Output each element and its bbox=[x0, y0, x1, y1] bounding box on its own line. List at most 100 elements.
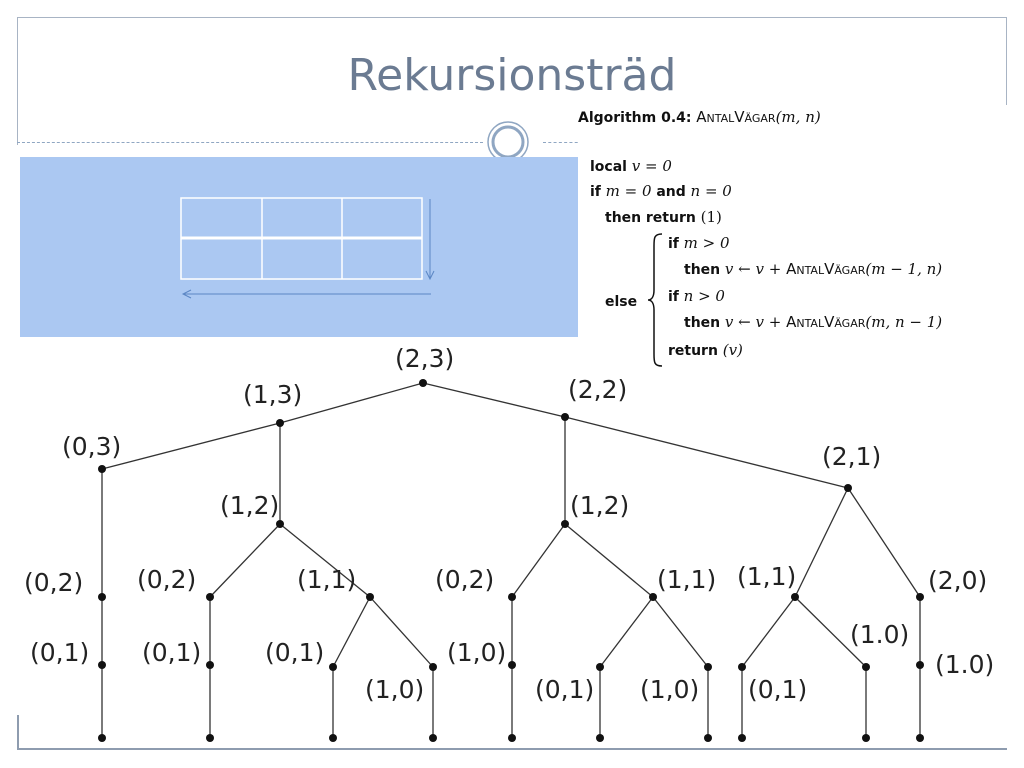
cond-m-zero: m = 0 bbox=[605, 182, 652, 200]
tree-node-label: (1.0) bbox=[935, 650, 994, 679]
line-local: local v = 0 bbox=[590, 157, 672, 175]
tree-node-label: (0,1) bbox=[748, 675, 807, 704]
tree-node-label: (2,3) bbox=[395, 344, 454, 373]
slide-frame-left bbox=[17, 17, 18, 145]
tree-leaf-dot bbox=[329, 734, 337, 742]
tree-node-label: (0,3) bbox=[62, 432, 121, 461]
algorithm-name: AntalVägar bbox=[696, 108, 776, 126]
tree-node-dot bbox=[329, 663, 337, 671]
line-else: else bbox=[605, 292, 637, 310]
kw-else: else bbox=[605, 294, 638, 310]
return-v: (v) bbox=[722, 341, 743, 359]
tree-node-dot bbox=[206, 593, 214, 601]
tree-node-label: (1,1) bbox=[657, 565, 716, 594]
tree-node-dot bbox=[429, 663, 437, 671]
slide-title: Rekursionsträd bbox=[347, 50, 677, 101]
title-divider-left bbox=[17, 142, 483, 143]
cond-m-positive: m > 0 bbox=[683, 234, 730, 252]
tree-leaf-dot bbox=[704, 734, 712, 742]
tree-node-label: (0,2) bbox=[137, 565, 196, 594]
slide-frame-bottom bbox=[17, 748, 1007, 750]
tree-node-dot bbox=[916, 593, 924, 601]
tree-node-label: (0,1) bbox=[142, 638, 201, 667]
tree-node-dot bbox=[206, 661, 214, 669]
line-then-n: then v ← v + AntalVägar(m, n − 1) bbox=[684, 313, 942, 331]
tree-node-dot bbox=[508, 593, 516, 601]
kw-return-v: return bbox=[668, 343, 718, 359]
tree-leaf-dot bbox=[508, 734, 516, 742]
call-name-m: AntalVägar bbox=[786, 260, 866, 278]
tree-node-dot bbox=[844, 484, 852, 492]
kw-then-m: then bbox=[684, 262, 721, 278]
line-if-m: if m > 0 bbox=[668, 234, 730, 252]
kw-if: if bbox=[590, 184, 601, 200]
tree-node-dot bbox=[916, 661, 924, 669]
tree-node-label: (1,2) bbox=[220, 491, 279, 520]
tree-node-dot bbox=[366, 593, 374, 601]
tree-node-label: (1,1) bbox=[737, 562, 796, 591]
tree-node-label: (1,0) bbox=[447, 638, 506, 667]
tree-node-label: (1.0) bbox=[850, 620, 909, 649]
grid-cells bbox=[180, 197, 423, 280]
down-arrow-icon bbox=[425, 199, 435, 281]
tree-edges bbox=[101, 382, 921, 738]
kw-then: then bbox=[605, 210, 642, 226]
slide-frame-right bbox=[1006, 17, 1007, 105]
cond-n-zero: n = 0 bbox=[690, 182, 732, 200]
tree-node-label: (1,1) bbox=[297, 565, 356, 594]
tree-node-label: (0,1) bbox=[535, 675, 594, 704]
tree-node-dot bbox=[596, 663, 604, 671]
tree-node-label: (1,2) bbox=[570, 491, 629, 520]
tree-node-dot bbox=[276, 419, 284, 427]
tree-node-label: (2,0) bbox=[928, 566, 987, 595]
tree-leaf-dot bbox=[596, 734, 604, 742]
tree-node-dot bbox=[561, 520, 569, 528]
tree-node-dots bbox=[98, 379, 924, 742]
local-expr: v = 0 bbox=[631, 157, 672, 175]
kw-return: return bbox=[645, 210, 696, 226]
slide-frame-top bbox=[17, 17, 1007, 18]
tree-node-label: (1,0) bbox=[365, 675, 424, 704]
tree-leaf-dot bbox=[206, 734, 214, 742]
tree-node-label: (2,1) bbox=[822, 442, 881, 471]
tree-node-dot bbox=[508, 661, 516, 669]
tree-leaf-dot bbox=[738, 734, 746, 742]
tree-node-label: (1,0) bbox=[640, 675, 699, 704]
tree-leaf-dot bbox=[916, 734, 924, 742]
kw-then-n: then bbox=[684, 315, 721, 331]
tree-node-dot bbox=[98, 593, 106, 601]
tree-node-dot bbox=[791, 593, 799, 601]
line-if-n: if n > 0 bbox=[668, 287, 725, 305]
algorithm-number: Algorithm 0.4: bbox=[578, 110, 692, 126]
tree-node-dot bbox=[649, 593, 657, 601]
title-divider-right bbox=[543, 142, 583, 143]
tree-node-dot bbox=[738, 663, 746, 671]
tree-leaf-dot bbox=[862, 734, 870, 742]
kw-local: local bbox=[590, 159, 627, 175]
tree-node-dot bbox=[862, 663, 870, 671]
tree-node-dot bbox=[561, 413, 569, 421]
tree-node-dot bbox=[419, 379, 427, 387]
line-if-base: if m = 0 and n = 0 bbox=[590, 182, 732, 200]
call-args-n: (m, n − 1) bbox=[865, 313, 943, 331]
call-args-m: (m − 1, n) bbox=[865, 260, 943, 278]
cond-n-positive: n > 0 bbox=[683, 287, 725, 305]
tree-node-label: (1,3) bbox=[243, 380, 302, 409]
line-then-m: then v ← v + AntalVägar(m − 1, n) bbox=[684, 260, 942, 278]
kw-if-n: if bbox=[668, 289, 679, 305]
kw-and: and bbox=[656, 184, 686, 200]
tree-node-label: (0,2) bbox=[435, 565, 494, 594]
left-arrow-icon bbox=[181, 289, 431, 299]
tree-leaf-dot bbox=[429, 734, 437, 742]
algorithm-box: Algorithm 0.4: AntalVägar(m, n) local v … bbox=[578, 106, 1018, 376]
algorithm-args: (m, n) bbox=[775, 108, 821, 126]
line-then-return: then return (1) bbox=[605, 208, 722, 226]
assign-m: v ← v + bbox=[724, 260, 787, 278]
line-return-v: return (v) bbox=[668, 341, 743, 359]
algorithm-heading: Algorithm 0.4: AntalVägar(m, n) bbox=[578, 108, 821, 126]
tree-node-label: (0,1) bbox=[30, 638, 89, 667]
tree-node-label: (0,2) bbox=[24, 568, 83, 597]
call-name-n: AntalVägar bbox=[786, 313, 866, 331]
tree-node-dot bbox=[98, 661, 106, 669]
